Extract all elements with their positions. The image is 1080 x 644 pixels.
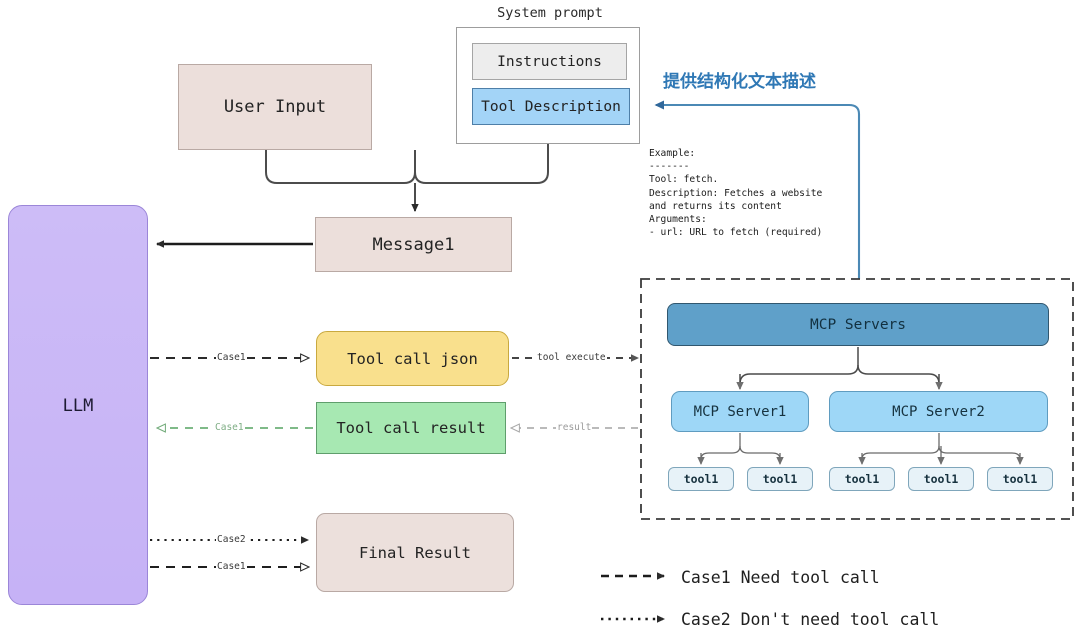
example-tool-description-text: Example: ------- Tool: fetch. Descriptio…: [649, 148, 823, 239]
node-tool-chip[interactable]: tool1: [987, 467, 1053, 491]
edge-mcpservers-to-servers: [736, 347, 943, 390]
node-mcp-servers[interactable]: MCP Servers: [667, 303, 1049, 346]
node-final-result[interactable]: Final Result: [316, 513, 514, 592]
node-tool-call-result[interactable]: Tool call result: [316, 402, 506, 454]
edge-label-tool-execute: tool execute: [536, 352, 607, 363]
node-tool-chip[interactable]: tool1: [747, 467, 813, 491]
node-mcp-server1-label: MCP Server1: [693, 403, 787, 420]
edge-server2-to-tools: [858, 433, 1024, 465]
node-user-input[interactable]: User Input: [178, 64, 372, 150]
node-tool-description-label: Tool Description: [481, 98, 621, 115]
node-tool-chip-label: tool1: [762, 472, 798, 486]
node-mcp-server2[interactable]: MCP Server2: [829, 391, 1048, 432]
node-llm[interactable]: LLM: [8, 205, 148, 605]
node-tool-description[interactable]: Tool Description: [472, 88, 630, 125]
edge-label-case2-final: Case2: [216, 534, 247, 545]
edge-label-case1-result: Case1: [214, 422, 245, 433]
node-mcp-server1[interactable]: MCP Server1: [671, 391, 809, 432]
node-tool-call-result-label: Tool call result: [336, 419, 486, 437]
node-tool-chip[interactable]: tool1: [908, 467, 974, 491]
node-user-input-label: User Input: [223, 97, 327, 117]
node-message1-label: Message1: [372, 234, 455, 255]
node-message1[interactable]: Message1: [315, 217, 512, 272]
annotation-structured-text-description: 提供结构化文本描述: [663, 66, 863, 92]
node-final-result-label: Final Result: [359, 543, 471, 562]
edge-label-result: result: [556, 422, 593, 433]
node-tool-chip-label: tool1: [683, 472, 719, 486]
annotation-label: 提供结构化文本描述: [663, 71, 816, 92]
edge-server1-to-tools: [697, 433, 784, 465]
edge-userinput-sysprompt-to-message1: [265, 144, 549, 212]
node-tool-call-json-label: Tool call json: [347, 349, 478, 368]
system-prompt-title: System prompt: [460, 4, 640, 22]
node-mcp-servers-label: MCP Servers: [809, 316, 907, 333]
node-llm-label: LLM: [62, 396, 94, 416]
node-instructions[interactable]: Instructions: [472, 43, 627, 80]
node-tool-chip-label: tool1: [923, 472, 959, 486]
legend-case2-text: Case2 Don't need tool call: [681, 610, 940, 629]
node-tool-chip[interactable]: tool1: [829, 467, 895, 491]
node-tool-call-json[interactable]: Tool call json: [316, 331, 509, 386]
node-mcp-server2-label: MCP Server2: [892, 403, 985, 420]
system-prompt-title-label: System prompt: [497, 5, 603, 21]
node-tool-chip[interactable]: tool1: [668, 467, 734, 491]
node-tool-chip-label: tool1: [844, 472, 880, 486]
legend-case1-text: Case1 Need tool call: [681, 568, 880, 587]
node-tool-chip-label: tool1: [1002, 472, 1038, 486]
edge-label-case1-toolcall: Case1: [216, 352, 247, 363]
edge-label-case1-final: Case1: [216, 561, 247, 572]
node-instructions-label: Instructions: [497, 53, 602, 70]
